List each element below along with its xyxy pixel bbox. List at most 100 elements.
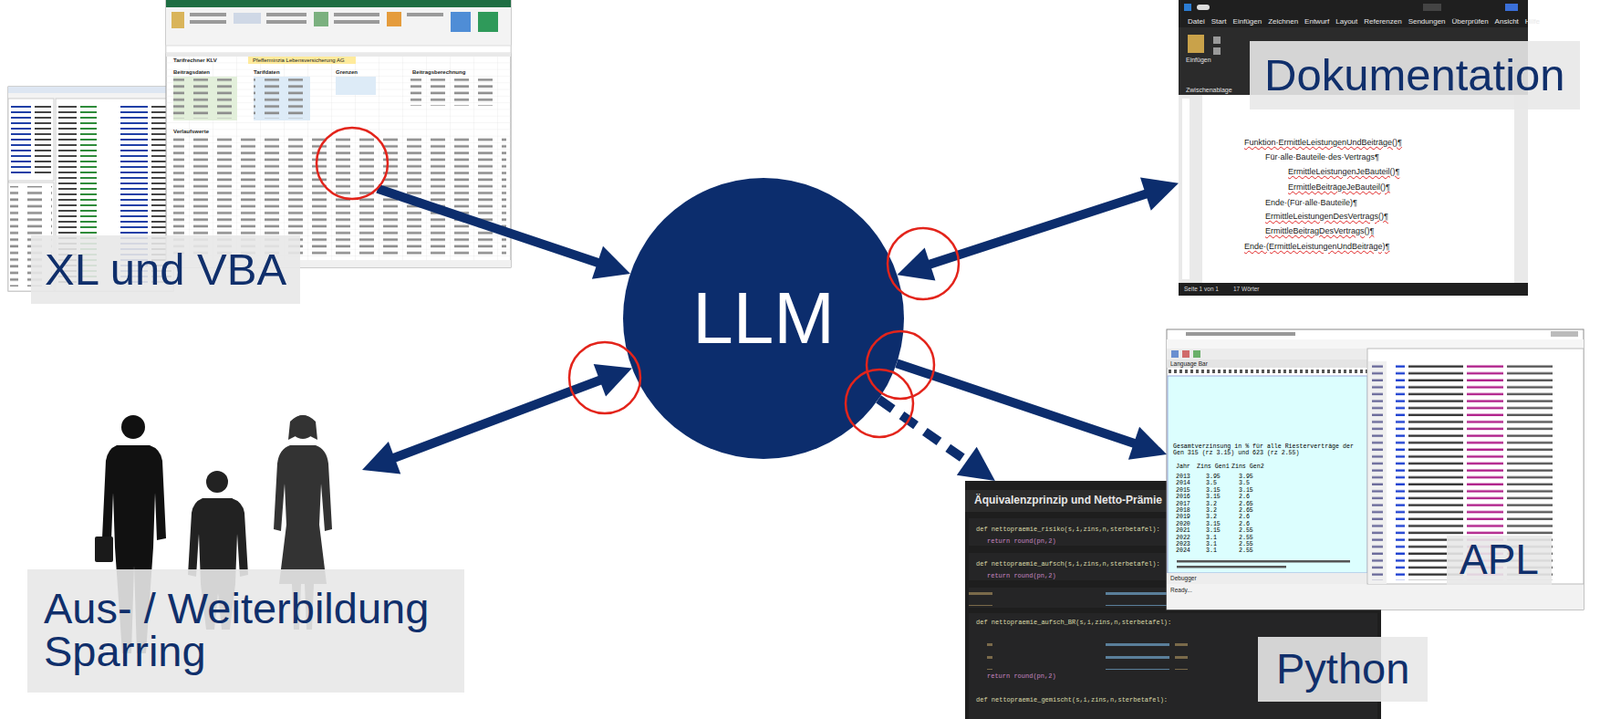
excel-screenshot — [166, 52, 511, 57]
document-line: ErmittleBeitragDesVertrags()¶ — [1265, 227, 1374, 237]
apl-screenshot — [1166, 583, 1584, 610]
connector-arrow — [377, 188, 631, 280]
excel-screenshot — [171, 11, 185, 29]
table-cell: 3.15 — [1205, 521, 1221, 529]
excel-screenshot — [166, 0, 511, 268]
table-cell: 2.6 — [1238, 494, 1250, 501]
python-notebook-screenshot — [987, 633, 1188, 670]
connector-arrow — [878, 398, 996, 481]
status-text: 17 Wörter — [1233, 285, 1260, 292]
word-screenshot — [1196, 4, 1210, 11]
menu-item: Einfügen — [1233, 18, 1263, 27]
code-line: def nettopraemie_gemischt(s,i,zins,n,ste… — [976, 696, 1168, 705]
apl-screenshot — [1166, 329, 1584, 610]
table-cell: 3.5 — [1205, 480, 1217, 488]
highlight-circles — [316, 127, 388, 199]
code-line: return round(pn,2) — [987, 572, 1057, 581]
arrow-head — [1128, 426, 1167, 460]
apl-screenshot — [1167, 375, 1368, 573]
table-cell: 2018 — [1175, 508, 1191, 515]
spreadsheet-text: Pfefferminzia Lebensversicherung AG — [252, 57, 345, 64]
word-screenshot — [1213, 47, 1221, 55]
arrow-head — [592, 246, 631, 280]
document-line: Funktion·ErmittleLeistungenUndBeiträge()… — [1244, 138, 1403, 148]
apl-screenshot — [1176, 565, 1287, 569]
document-line: ErmittleLeistungenDesVertrags()¶ — [1265, 212, 1389, 222]
spreadsheet-heading: Verlaufswerte — [173, 128, 209, 136]
table-cell: 2023 — [1175, 541, 1191, 549]
connector-arrow — [362, 363, 633, 474]
spreadsheet-heading: Beitragsberechnung — [412, 69, 466, 76]
table-cell: Gesamtverzinsung in % für alle Riesterve… — [1173, 444, 1365, 458]
menu-item: Überprüfen — [1452, 18, 1489, 27]
session-text: Debugger — [1170, 574, 1197, 582]
table-cell: 3.1 — [1205, 541, 1217, 549]
table-cell: 2016 — [1175, 494, 1191, 501]
table-cell: 3.15 — [1238, 488, 1254, 495]
excel-screenshot — [313, 11, 329, 27]
table-cell: Jahr — [1175, 464, 1191, 471]
table-cell: 2.55 — [1238, 548, 1254, 555]
excel-screenshot — [477, 11, 499, 32]
excel-screenshot — [450, 11, 471, 32]
people-silhouettes — [94, 536, 114, 562]
table-cell: 2021 — [1175, 528, 1191, 535]
excel-screenshot — [189, 12, 227, 17]
menu-item: Zeichnen — [1267, 18, 1299, 27]
excel-screenshot — [248, 56, 356, 64]
xl-vba-panel: XL und VBA — [7, 0, 511, 309]
excel-screenshot — [386, 11, 402, 27]
table-cell: 3.15 — [1205, 494, 1221, 501]
table-cell: 2017 — [1175, 501, 1191, 509]
table-cell: 2022 — [1175, 535, 1191, 542]
arrow-shaft — [377, 188, 602, 264]
documentation-panel: Dokumentation — [1178, 0, 1588, 297]
apl-screenshot — [1367, 348, 1584, 584]
excel-screenshot — [333, 12, 380, 17]
apl-screenshot — [1368, 361, 1387, 584]
word-screenshot — [1213, 36, 1221, 44]
apl-screenshot — [1166, 359, 1368, 368]
apl-screenshot — [1171, 350, 1179, 358]
apl-panel: APL — [1166, 329, 1588, 610]
excel-screenshot — [166, 56, 511, 260]
arrow-shaft — [878, 398, 970, 463]
python-notebook-screenshot — [968, 552, 1167, 581]
people-silhouettes — [121, 415, 146, 439]
menu-item: Referenzen — [1363, 18, 1402, 27]
python-notebook-screenshot — [965, 489, 1167, 512]
panel-label: Aus- / Weiterbildung Sparring — [27, 569, 465, 693]
document-line: ErmittleLeistungenJeBauteil()¶ — [1288, 167, 1400, 177]
excel-screenshot — [335, 76, 376, 95]
menu-item: Ansicht — [1495, 18, 1519, 27]
word-screenshot — [1184, 3, 1192, 11]
excel-screenshot — [166, 0, 511, 8]
menu-item: Entwurf — [1304, 18, 1330, 27]
table-cell: 2.6 — [1238, 514, 1250, 521]
table-cell: 2.55 — [1238, 535, 1254, 542]
excel-screenshot — [166, 7, 511, 46]
ribbon-label: Zwischenablage — [1185, 86, 1233, 94]
table-cell: 2020 — [1175, 521, 1191, 529]
people-silhouettes — [206, 470, 229, 493]
menu-item: Hilfe — [1525, 18, 1540, 27]
code-line: def nettopraemie_aufsch(s,i,zins,n,sterb… — [976, 561, 1161, 569]
table-cell: 3.95 — [1205, 474, 1221, 481]
spreadsheet-heading: Grenzen — [335, 69, 358, 76]
document-line: Ende·(Für·alle·Bauteile)¶ — [1265, 198, 1358, 208]
menu-item: Sendungen — [1408, 18, 1446, 27]
table-cell: 2014 — [1175, 480, 1191, 488]
table-cell: 2.6 — [1238, 521, 1250, 529]
arrow-shaft — [926, 192, 1150, 265]
panel-label: XL und VBA — [31, 235, 301, 304]
session-text: Language Bar — [1170, 360, 1208, 367]
table-cell: 3.15 — [1205, 528, 1221, 535]
document-line: Für·alle·Bauteile·des·Vertrags¶ — [1265, 153, 1380, 163]
apl-screenshot — [1166, 367, 1368, 376]
spreadsheet-heading: Tarifdaten — [253, 69, 281, 76]
excel-screenshot — [253, 78, 309, 119]
word-screenshot — [1178, 94, 1528, 283]
connector-arrow — [896, 363, 1167, 460]
menu-item: Datei — [1187, 18, 1206, 27]
circle-shape — [623, 177, 904, 459]
